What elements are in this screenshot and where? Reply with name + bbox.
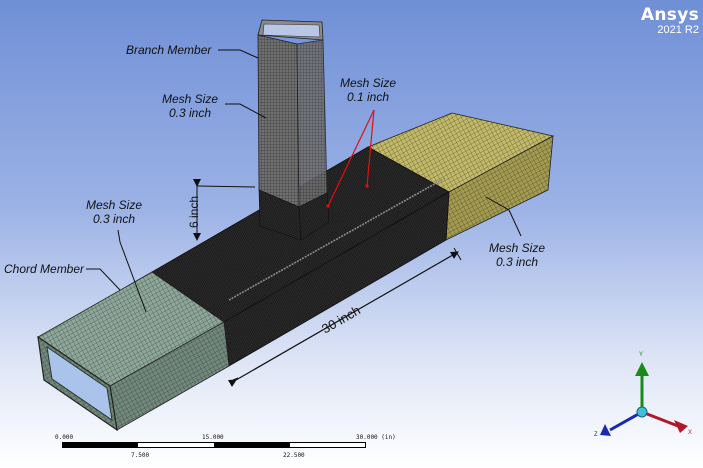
axis-triad[interactable]: Y X Z <box>592 350 700 450</box>
scale-label-30: 30.000 (in) <box>356 434 396 441</box>
triad-icon <box>600 362 688 436</box>
dimension-6-inch: 6 inch <box>187 195 202 229</box>
label-chord-member: Chord Member <box>4 262 85 276</box>
mesh-chord-left-line-1: Mesh Size <box>86 198 143 212</box>
mesh-joint-line-2: 0.1 inch <box>347 90 390 104</box>
mesh-joint-line-1: Mesh Size <box>340 76 397 90</box>
label-mesh-branch: Mesh Size 0.3 inch <box>162 92 218 120</box>
scale-bar: 0.000 15.000 30.000 (in) 7.500 22.500 <box>40 430 400 466</box>
brand-name: Ansys <box>640 5 699 25</box>
scale-label-0: 0.000 <box>55 434 74 441</box>
scale-label-7-5: 7.500 <box>131 452 150 459</box>
axis-label-z: Z <box>594 432 598 438</box>
label-mesh-chord-left: Mesh Size 0.3 inch <box>86 198 142 226</box>
axis-label-y: Y <box>639 352 644 358</box>
mesh-chord-left-line-2: 0.3 inch <box>93 212 136 226</box>
mesh-chord-right-line-2: 0.3 inch <box>496 255 539 269</box>
mesh-chord-right-line-1: Mesh Size <box>489 241 546 255</box>
label-mesh-chord-right: Mesh Size 0.3 inch <box>489 241 545 269</box>
scale-label-22-5: 22.500 <box>283 452 305 459</box>
label-mesh-joint: Mesh Size 0.1 inch <box>340 76 396 104</box>
brand-version: 2021 R2 <box>657 24 699 36</box>
mesh-branch-line-2: 0.3 inch <box>169 106 212 120</box>
axis-label-x: X <box>688 430 693 436</box>
scale-label-15: 15.000 <box>202 434 224 441</box>
mesh-branch-line-1: Mesh Size <box>162 92 219 106</box>
ansys-logo: Ansys 2021 R2 <box>641 6 699 36</box>
label-branch-member: Branch Member <box>126 43 212 57</box>
